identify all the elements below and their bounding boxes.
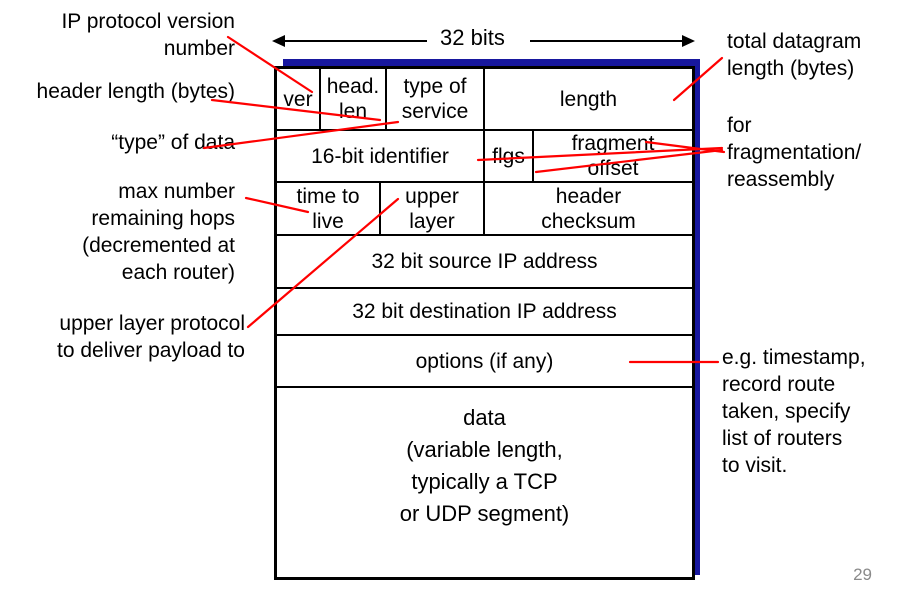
annotation-type-of-data: “type” of data [111,131,235,154]
annotation-ttl: max number remaining hops (decremented a… [82,180,235,284]
right-arrow-line [530,40,682,42]
field-upper-layer: upper layer [381,183,485,234]
annotation-upper-layer: upper layer protocol to deliver payload … [57,312,245,362]
page-number: 29 [853,565,872,584]
table-row: time to live upper layer header checksum [277,183,692,236]
table-row: ver head. len type of service length [277,69,692,131]
field-length: length [559,87,618,111]
annotation-options-note: e.g. timestamp, record route taken, spec… [722,346,866,477]
field-options: options (if any) [415,349,554,373]
annotation-fragmentation: for fragmentation/ reassembly [727,114,862,191]
table-row: data (variable length, typically a TCP o… [277,388,692,577]
bit-width-label: 32 bits [440,25,505,50]
field-fragment-offset: fragment offset [571,132,655,180]
table-row: 32 bit destination IP address [277,289,692,336]
field-head-len: head. len [321,69,387,129]
right-arrow-head-icon [682,35,695,47]
annotation-total-length: total datagram length (bytes) [727,30,862,80]
table-row: 16-bit identifier flgs fragment offset [277,131,692,183]
field-flgs: flgs [485,131,534,181]
ip-datagram-table: ver head. len type of service length 16-… [274,66,695,580]
field-source-ip: 32 bit source IP address [371,250,598,273]
field-data: data (variable length, typically a TCP o… [399,405,570,526]
table-row: 32 bit source IP address [277,236,692,289]
annotation-ip-version: IP protocol version number [61,10,235,60]
field-type-of-service: type of service [387,69,485,129]
field-identifier: 16-bit identifier [277,131,485,181]
field-destination-ip: 32 bit destination IP address [352,300,617,323]
field-time-to-live: time to live [277,183,381,234]
field-ver: ver [277,69,321,129]
left-arrow-line [283,40,427,42]
field-header-checksum: header checksum [541,184,636,233]
table-row: options (if any) [277,336,692,388]
annotation-header-length: header length (bytes) [36,80,235,103]
